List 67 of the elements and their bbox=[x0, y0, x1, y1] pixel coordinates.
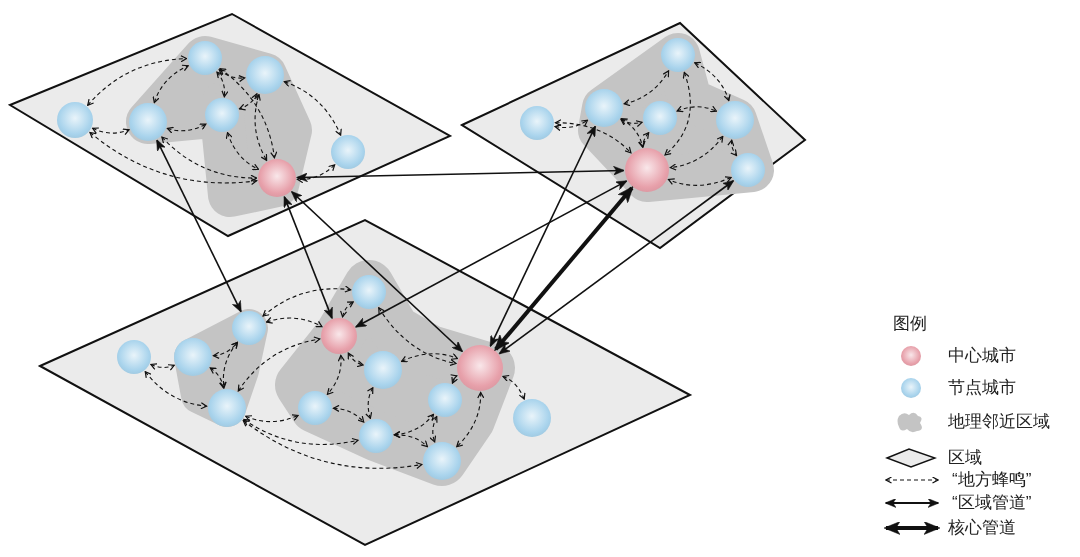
local-buzz-arrow bbox=[502, 375, 526, 400]
local-buzz-arrow bbox=[393, 431, 428, 448]
local-buzz-arrow bbox=[623, 70, 670, 106]
local-buzz-arrow bbox=[262, 285, 352, 317]
local-buzz-arrow bbox=[144, 371, 208, 410]
local-buzz-arrow bbox=[161, 136, 258, 182]
local-buzz-arrow bbox=[326, 354, 345, 395]
legend-label: 区域 bbox=[948, 448, 982, 468]
local-buzz-arrow bbox=[245, 414, 299, 423]
regional-pipeline-arrow bbox=[355, 180, 628, 328]
local-buzz-arrow bbox=[209, 367, 226, 389]
local-buzz-arrow bbox=[166, 123, 207, 134]
regional-pipeline-arrow bbox=[291, 191, 464, 353]
regional-pipeline-arrow bbox=[296, 166, 625, 183]
local-buzz-arrow bbox=[254, 94, 268, 161]
local-buzz-arrow bbox=[620, 118, 643, 128]
local-buzz-arrow bbox=[456, 391, 485, 448]
local-buzz-arrow bbox=[150, 363, 175, 371]
local-buzz-arrow bbox=[238, 93, 258, 111]
local-buzz-arrow bbox=[347, 352, 364, 368]
legend-label: “区域管道” bbox=[952, 493, 1032, 513]
local-buzz-arrow bbox=[620, 118, 645, 148]
regional-pipeline-arrow bbox=[489, 125, 596, 348]
local-buzz-arrow bbox=[92, 127, 130, 136]
legend-title: 图例 bbox=[893, 314, 927, 334]
local-buzz-arrow bbox=[265, 317, 323, 328]
local-buzz-arrow bbox=[87, 55, 188, 106]
local-buzz-arrow bbox=[727, 139, 738, 157]
local-buzz-arrow bbox=[429, 415, 438, 443]
local-buzz-arrow bbox=[676, 105, 718, 113]
local-buzz-arrow bbox=[216, 71, 229, 98]
local-buzz-arrow bbox=[365, 387, 374, 419]
local-buzz-arrow bbox=[242, 419, 423, 469]
local-buzz-arrow bbox=[243, 419, 359, 445]
regional-pipeline-arrow bbox=[156, 139, 242, 313]
local-buzz-arrow bbox=[554, 119, 632, 154]
local-buzz-arrow bbox=[664, 71, 691, 156]
local-buzz-arrow bbox=[340, 301, 354, 318]
legend-label: 节点城市 bbox=[948, 378, 1016, 398]
local-buzz-arrow bbox=[219, 341, 238, 389]
core-pipeline-arrow bbox=[494, 186, 634, 352]
local-buzz-arrow bbox=[89, 131, 258, 185]
local-buzz-arrow bbox=[378, 307, 457, 366]
local-buzz-arrow bbox=[667, 176, 732, 186]
regional-pipeline-arrow bbox=[283, 195, 333, 320]
region-plane bbox=[10, 14, 450, 236]
local-buzz-arrow bbox=[218, 69, 246, 82]
local-buzz-arrow bbox=[393, 413, 435, 438]
local-buzz-arrow bbox=[554, 119, 589, 132]
legend-label: 核心管道 bbox=[948, 518, 1016, 538]
local-buzz-arrow bbox=[152, 64, 189, 104]
local-buzz-arrow bbox=[219, 68, 278, 159]
local-buzz-arrow bbox=[638, 132, 650, 148]
local-buzz-arrow bbox=[225, 132, 260, 171]
region-plane bbox=[462, 23, 805, 248]
local-buzz-arrow bbox=[296, 164, 336, 184]
legend-label: 中心城市 bbox=[948, 346, 1016, 366]
local-buzz-arrow bbox=[401, 353, 458, 363]
local-buzz-arrow bbox=[332, 404, 365, 423]
local-buzz-arrow bbox=[237, 336, 321, 392]
local-buzz-arrow bbox=[283, 80, 342, 136]
local-buzz-arrow bbox=[669, 135, 724, 171]
legend-label: “地方蜂鸣” bbox=[952, 470, 1032, 490]
local-buzz-arrow bbox=[694, 62, 731, 102]
regional-pipeline-arrow bbox=[498, 180, 735, 355]
legend-label: 地理邻近区域 bbox=[948, 412, 1050, 432]
local-buzz-arrow bbox=[449, 375, 459, 384]
